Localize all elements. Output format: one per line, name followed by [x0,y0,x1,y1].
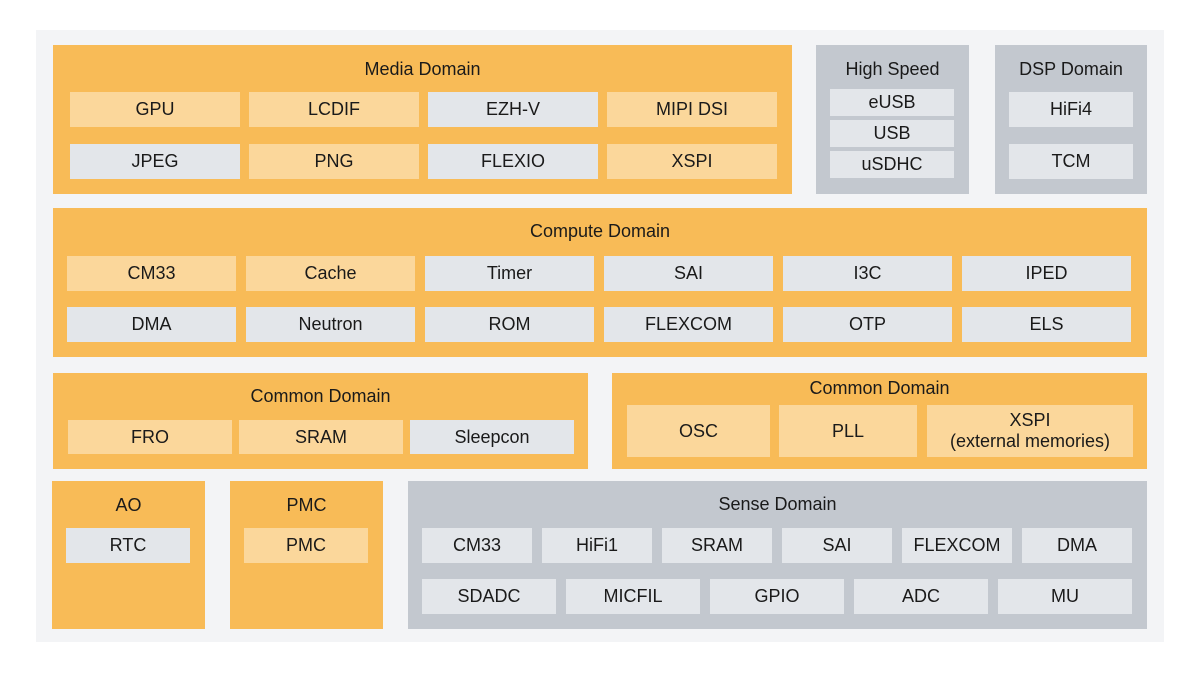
block-iped: IPED [962,256,1131,291]
block-tcm: TCM [1009,144,1133,179]
block-sense-cm33: CM33 [422,528,532,563]
media-domain: Media Domain GPU LCDIF EZH-V MIPI DSI JP… [53,45,792,194]
block-sense-flexcom: FLEXCOM [902,528,1012,563]
block-sense-adc: ADC [854,579,988,614]
block-xspi: XSPI [607,144,777,179]
common-domain-right-title: Common Domain [809,378,950,398]
block-xspi-external-label: XSPI [1009,410,1051,430]
block-cm33: CM33 [67,256,236,291]
block-neutron: Neutron [246,307,415,342]
block-rom: ROM [425,307,594,342]
ao-domain-title: AO [115,495,142,515]
compute-domain-title: Compute Domain [529,221,671,241]
block-otp: OTP [783,307,952,342]
block-usb: USB [830,120,954,147]
block-mipi-dsi: MIPI DSI [607,92,777,127]
sense-domain-title: Sense Domain [718,494,837,514]
dsp-domain: DSP Domain HiFi4 TCM [995,45,1147,194]
pmc-domain-title: PMC [286,495,327,515]
block-sense-mu: MU [998,579,1132,614]
dsp-domain-title: DSP Domain [1019,59,1123,79]
block-xspi-external-note: (external memories) [949,431,1111,451]
block-xspi-external: XSPI (external memories) [927,405,1133,457]
high-speed-title: High Speed [845,59,940,79]
block-lcdif: LCDIF [249,92,419,127]
block-sense-gpio: GPIO [710,579,844,614]
block-jpeg: JPEG [70,144,240,179]
block-pmc: PMC [244,528,368,563]
high-speed-domain: High Speed eUSB USB uSDHC [816,45,969,194]
common-domain-left: Common Domain FRO SRAM Sleepcon [53,373,588,469]
common-domain-right: Common Domain OSC PLL XSPI (external mem… [612,373,1147,469]
block-diagram: Media Domain GPU LCDIF EZH-V MIPI DSI JP… [36,30,1164,642]
block-sense-dma: DMA [1022,528,1132,563]
block-sense-sdadc: SDADC [422,579,556,614]
block-png: PNG [249,144,419,179]
block-dma: DMA [67,307,236,342]
media-domain-title: Media Domain [364,59,481,79]
sense-domain: Sense Domain CM33 HiFi1 SRAM SAI FLEXCOM… [408,481,1147,629]
block-sai: SAI [604,256,773,291]
block-flexcom: FLEXCOM [604,307,773,342]
block-timer: Timer [425,256,594,291]
block-sense-sram: SRAM [662,528,772,563]
block-els: ELS [962,307,1131,342]
block-cache: Cache [246,256,415,291]
block-rtc: RTC [66,528,190,563]
block-usdhc: uSDHC [830,151,954,178]
block-sense-sai: SAI [782,528,892,563]
block-hifi4: HiFi4 [1009,92,1133,127]
block-sram: SRAM [239,420,403,454]
block-ezh-v: EZH-V [428,92,598,127]
block-sense-hifi1: HiFi1 [542,528,652,563]
block-flexio: FLEXIO [428,144,598,179]
block-osc: OSC [627,405,770,457]
block-sense-micfil: MICFIL [566,579,700,614]
block-fro: FRO [68,420,232,454]
block-eusb: eUSB [830,89,954,116]
common-domain-left-title: Common Domain [250,386,391,406]
block-gpu: GPU [70,92,240,127]
block-pll: PLL [779,405,917,457]
block-sleepcon: Sleepcon [410,420,574,454]
compute-domain: Compute Domain CM33 Cache Timer SAI I3C … [53,208,1147,357]
pmc-domain: PMC PMC [230,481,383,629]
block-i3c: I3C [783,256,952,291]
ao-domain: AO RTC [52,481,205,629]
